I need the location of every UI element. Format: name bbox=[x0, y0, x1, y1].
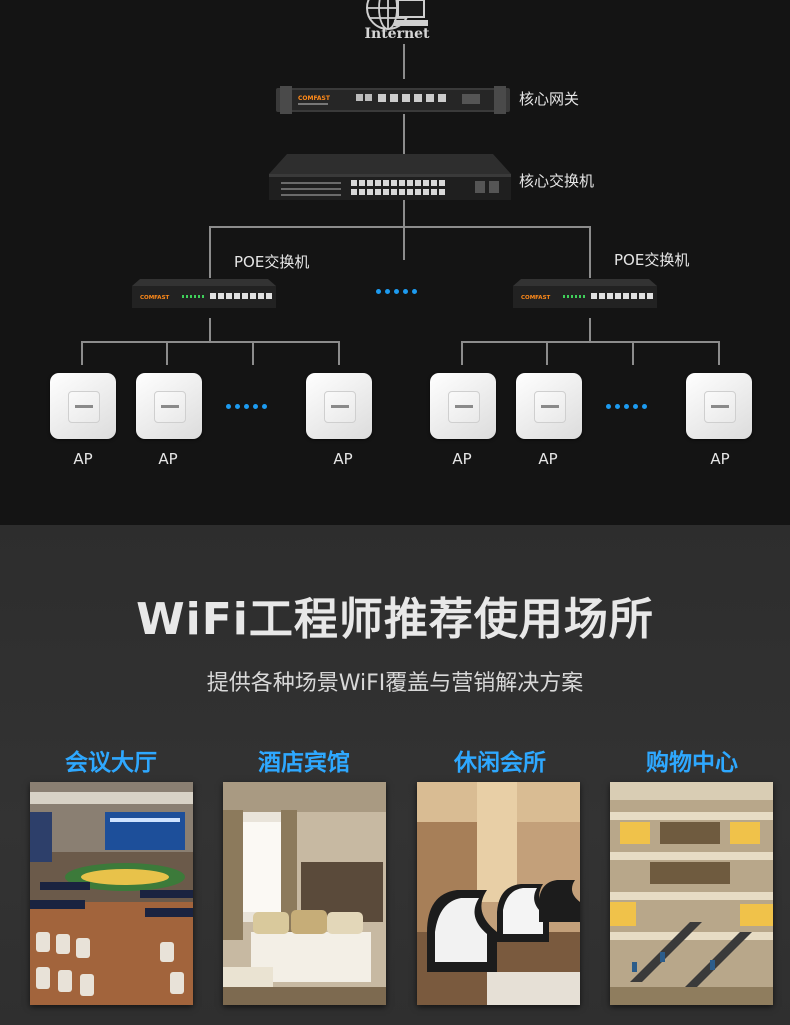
line-right-drop-1 bbox=[461, 341, 463, 365]
access-point-5 bbox=[516, 373, 582, 439]
venue-title-leisure: 休闲会所 bbox=[454, 750, 546, 776]
line-right-drop-2 bbox=[546, 341, 548, 365]
venue-title-hotel: 酒店宾馆 bbox=[258, 750, 350, 776]
line-left-poe-down bbox=[209, 318, 211, 342]
internet-globe-icon bbox=[366, 0, 428, 30]
venue-image-mall bbox=[610, 782, 773, 1005]
line-to-left-poe bbox=[209, 226, 211, 278]
ap-label-5: AP bbox=[538, 450, 558, 468]
core-switch-label: 核心交换机 bbox=[519, 172, 595, 190]
line-core-horizontal bbox=[209, 226, 591, 228]
venue-image-hotel bbox=[223, 782, 386, 1005]
ap-label-2: AP bbox=[158, 450, 178, 468]
ap-label-3: AP bbox=[333, 450, 353, 468]
access-point-6 bbox=[686, 373, 752, 439]
network-topology-section bbox=[0, 0, 790, 525]
more-poe-switches-dots bbox=[376, 289, 417, 294]
access-point-3 bbox=[306, 373, 372, 439]
access-point-4 bbox=[430, 373, 496, 439]
line-gateway-core bbox=[403, 114, 405, 154]
ap-label-1: AP bbox=[73, 450, 93, 468]
line-left-drop-4 bbox=[338, 341, 340, 365]
section-title: WiFi工程师推荐使用场所 bbox=[136, 594, 654, 645]
more-aps-right-dots bbox=[606, 404, 647, 409]
poe-switch-right-device: COMFAST bbox=[513, 279, 657, 308]
line-left-drop-1 bbox=[81, 341, 83, 365]
core-switch-device bbox=[269, 154, 511, 200]
line-right-poe-down bbox=[589, 318, 591, 342]
section-subtitle: 提供各种场景WiFI覆盖与营销解决方案 bbox=[206, 671, 584, 696]
line-internet-gateway bbox=[403, 44, 405, 79]
line-right-drop-3 bbox=[632, 341, 634, 365]
venue-title-conference: 会议大厅 bbox=[65, 750, 157, 776]
line-right-ap-bus bbox=[461, 341, 720, 343]
svg-text:COMFAST: COMFAST bbox=[298, 95, 331, 102]
line-left-drop-2 bbox=[166, 341, 168, 365]
poe-switch-right-label: POE交换机 bbox=[614, 251, 690, 269]
access-point-1 bbox=[50, 373, 116, 439]
internet-label: Internet bbox=[364, 26, 430, 42]
ap-label-6: AP bbox=[710, 450, 730, 468]
line-right-drop-4 bbox=[718, 341, 720, 365]
line-to-right-poe bbox=[589, 226, 591, 278]
venue-image-leisure bbox=[417, 782, 580, 1005]
svg-text:COMFAST: COMFAST bbox=[140, 295, 170, 301]
gateway-label: 核心网关 bbox=[519, 90, 580, 108]
poe-switch-left-label: POE交换机 bbox=[234, 253, 310, 271]
poe-switch-left-device: COMFAST bbox=[132, 279, 276, 308]
ap-label-4: AP bbox=[452, 450, 472, 468]
more-aps-left-dots bbox=[226, 404, 267, 409]
svg-text:COMFAST: COMFAST bbox=[521, 295, 551, 301]
core-gateway-device: COMFAST bbox=[276, 86, 510, 114]
line-core-trunk bbox=[403, 200, 405, 260]
line-left-drop-3 bbox=[252, 341, 254, 365]
line-left-ap-bus bbox=[81, 341, 340, 343]
access-point-2 bbox=[136, 373, 202, 439]
venue-title-mall: 购物中心 bbox=[646, 750, 738, 776]
venue-image-conference bbox=[30, 782, 193, 1005]
